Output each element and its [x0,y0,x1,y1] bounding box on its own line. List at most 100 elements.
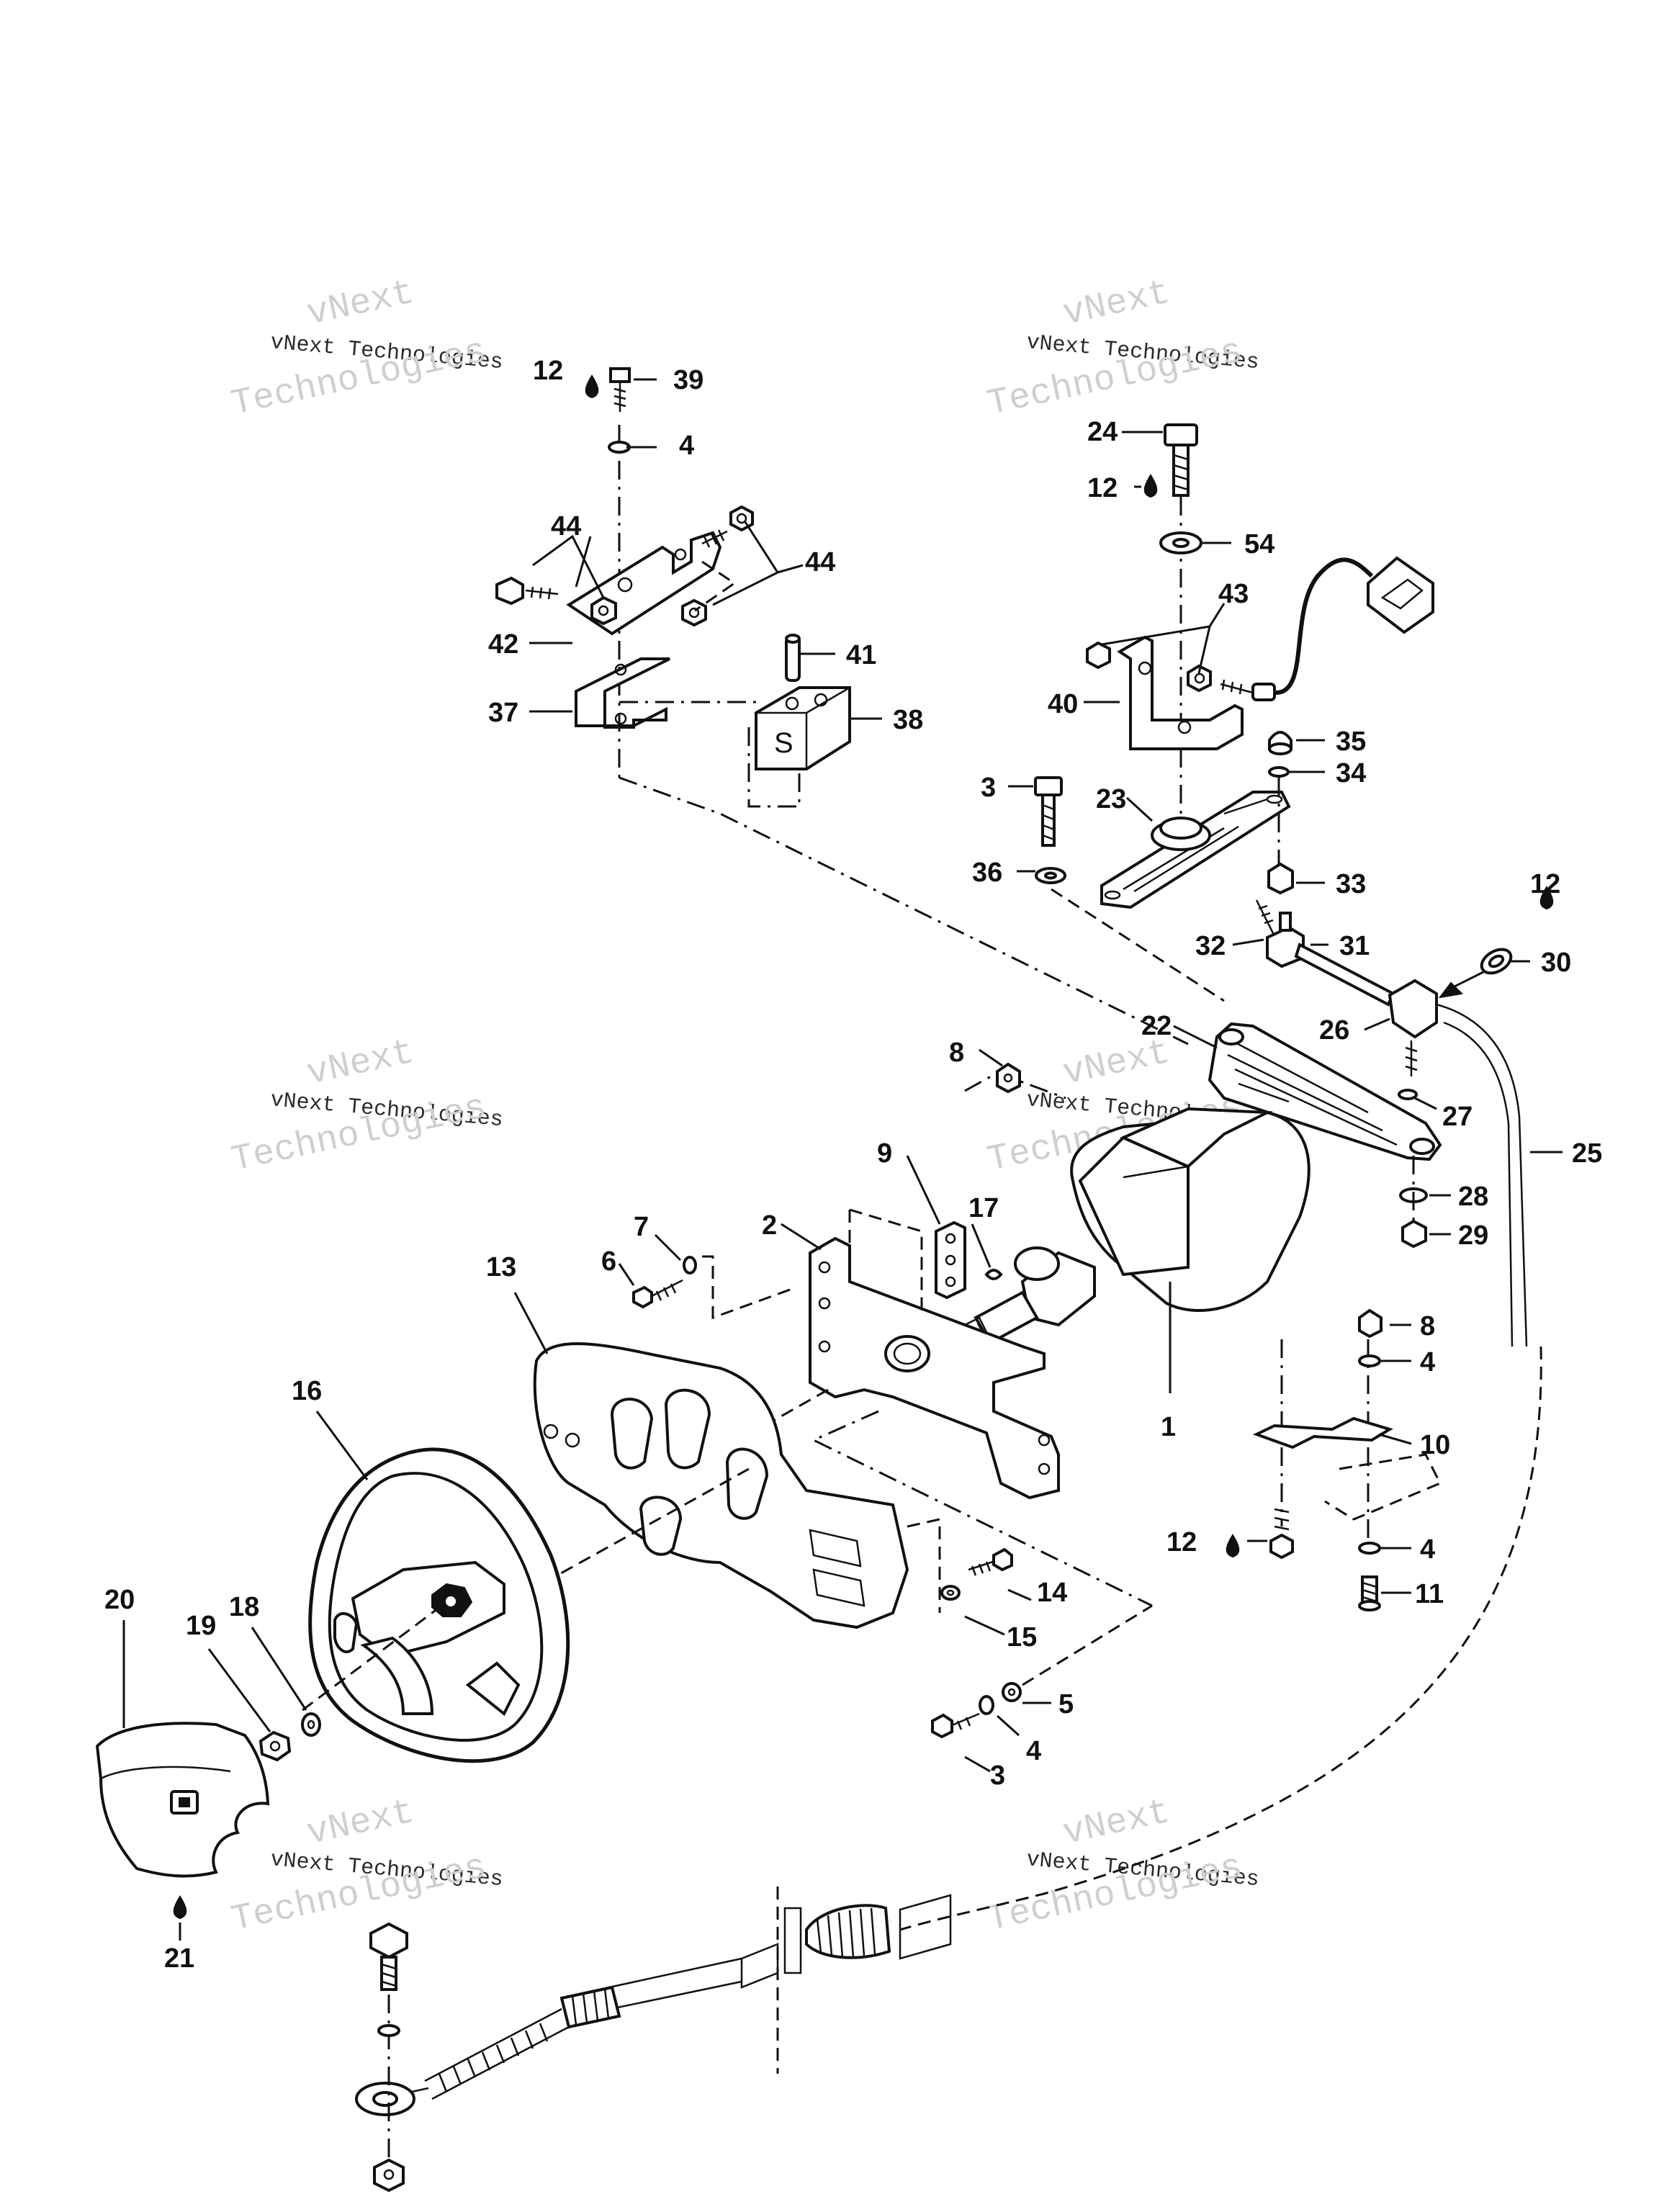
callout-12: 12 [1087,473,1118,503]
steering-column-assembly [611,776,1310,1607]
hub-nut-icon [431,1583,473,1617]
block-38: S [755,686,851,770]
washer-4 [608,441,631,454]
callout-32: 32 [1195,931,1226,961]
bolt-3-top [1034,776,1063,847]
callout-29: 29 [1458,1220,1488,1251]
callout-12: 12 [1166,1527,1197,1557]
callout-27: 27 [1442,1102,1473,1132]
callout-44: 44 [805,547,835,577]
arm-22 [1208,1022,1442,1161]
nut-44-bottom [681,598,707,627]
nut-44-left [590,595,617,626]
nut-19 [258,1730,292,1762]
plate-10-assembly [1226,1308,1442,1611]
callout-4: 4 [1420,1534,1435,1565]
callout-12: 12 [1530,869,1560,899]
washer-cable-end [377,2024,400,2037]
jam-nut-30 [1480,948,1513,975]
plate-10 [1252,1416,1393,1449]
svg-text:vNext: vNext [1059,1033,1174,1095]
nut-8-right [1358,1308,1382,1339]
callout-8: 8 [949,1038,964,1068]
bracket-37 [575,657,670,729]
screw-14 [968,1547,1013,1576]
key-17 [984,1269,1003,1280]
bolt-24 [1164,423,1198,497]
thread-lock-drop-icon [1143,474,1158,498]
bracket-assembly-right [1034,423,1434,1007]
cable-end-assembly [355,1887,952,2116]
bracket-assembly-left: S [495,367,851,808]
callout-30: 30 [1541,948,1571,978]
callout-39: 39 [673,365,703,395]
callout-36: 36 [972,858,1002,888]
nut-29 [1401,1219,1427,1249]
plate-23 [1100,791,1291,909]
washer-27 [1398,1089,1418,1100]
callout-20: 20 [104,1585,135,1615]
steering-wheel-16 [302,1447,570,1763]
washer-15 [940,1585,961,1601]
thread-lock-drop-icon [1226,1534,1240,1558]
callout-42: 42 [488,629,518,660]
plate-9 [935,1220,966,1300]
nut-43-left [1086,641,1111,670]
callout-37: 37 [488,698,518,728]
callout-43: 43 [1218,579,1249,609]
nut-43-right [1187,664,1212,693]
callout-6: 6 [601,1246,616,1277]
callout-38: 38 [893,705,923,735]
bolt-cable-end [369,1922,408,1991]
callout-14: 14 [1037,1578,1067,1608]
hub-cover-assembly [95,1712,321,1920]
dash-panel-assembly [533,1255,1153,1739]
callout-13: 13 [486,1252,516,1282]
ball-joint-26 [1388,979,1438,1076]
callout-15: 15 [1007,1622,1037,1653]
callout-41: 41 [846,640,876,670]
callout-23: 23 [1096,784,1126,814]
bolt-12-right [1269,1508,1294,1560]
emblem-icon [170,1790,199,1815]
callout-7: 7 [634,1212,649,1242]
svg-text:vNext: vNext [1059,273,1174,336]
washer-4-bottom [979,1695,994,1715]
nut-33 [1267,862,1294,895]
callout-28: 28 [1458,1182,1488,1212]
callout-22: 22 [1141,1011,1172,1041]
watermark-mid-left: vNext vNext Technologies Technologies [228,1033,503,1182]
nut-8-top [996,1062,1021,1094]
washer-18 [301,1712,321,1737]
callout-33: 33 [1336,869,1366,899]
callout-10: 10 [1420,1430,1450,1460]
sensor-with-cable [1220,556,1434,701]
svg-text:vNext: vNext [303,1033,418,1095]
nut-cable-end [373,2158,405,2193]
callout-3: 3 [990,1761,1005,1791]
screw-6 [632,1279,683,1309]
callout-11: 11 [1415,1579,1444,1609]
callout-18: 18 [229,1592,259,1622]
washer-34 [1268,766,1290,778]
callout-17: 17 [968,1193,999,1223]
callout-labels: 12 39 4 44 44 42 41 37 38 24 12 54 43 40… [104,356,1602,1974]
bracket-2 [809,1236,1060,1500]
thread-lock-drop-icon [173,1895,187,1920]
leader-lines [122,378,1563,1941]
callout-40: 40 [1048,689,1078,719]
watermark-top-left: vNext vNext Technologies Technologies [228,273,503,426]
callout-31: 31 [1339,931,1370,961]
callout-24: 24 [1087,417,1118,447]
callout-4: 4 [1026,1736,1041,1766]
watermark-top-right: vNext vNext Technologies Technologies [984,273,1259,426]
washer-54 [1159,531,1202,554]
steering-cable-25 [355,1003,1542,2193]
thread-lock-drop-icon [1539,886,1554,910]
callout-1: 1 [1161,1412,1176,1442]
washer-4-right [1358,1354,1381,1367]
tie-rod-31-32 [1255,899,1395,1007]
svg-text:vNext: vNext [303,1792,418,1855]
watermark-bottom-right: vNext vNext Technologies Technologies [984,1792,1259,1941]
